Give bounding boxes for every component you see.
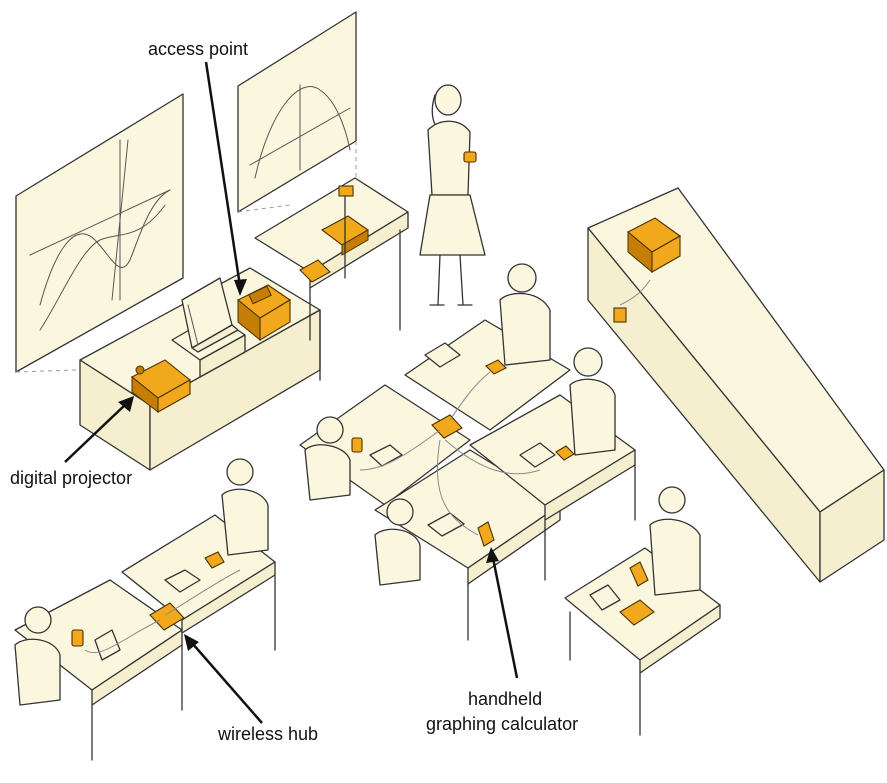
- label-graphing-calculator: graphing calculator: [426, 714, 578, 734]
- arrow-access-point: [206, 62, 240, 286]
- arrow-wireless-hub: [192, 643, 262, 723]
- label-digital-projector: digital projector: [10, 468, 132, 488]
- label-handheld: handheld: [468, 689, 542, 709]
- teacher-figure: [420, 85, 485, 305]
- student-desk-front-right: [565, 487, 720, 735]
- label-access-point: access point: [148, 39, 248, 59]
- student-desks-front-left: [15, 459, 275, 760]
- projection-screen-right: [238, 12, 356, 212]
- arrow-handheld-calculator: [493, 558, 517, 678]
- label-wireless-hub: wireless hub: [217, 724, 318, 744]
- back-counter: [588, 188, 884, 582]
